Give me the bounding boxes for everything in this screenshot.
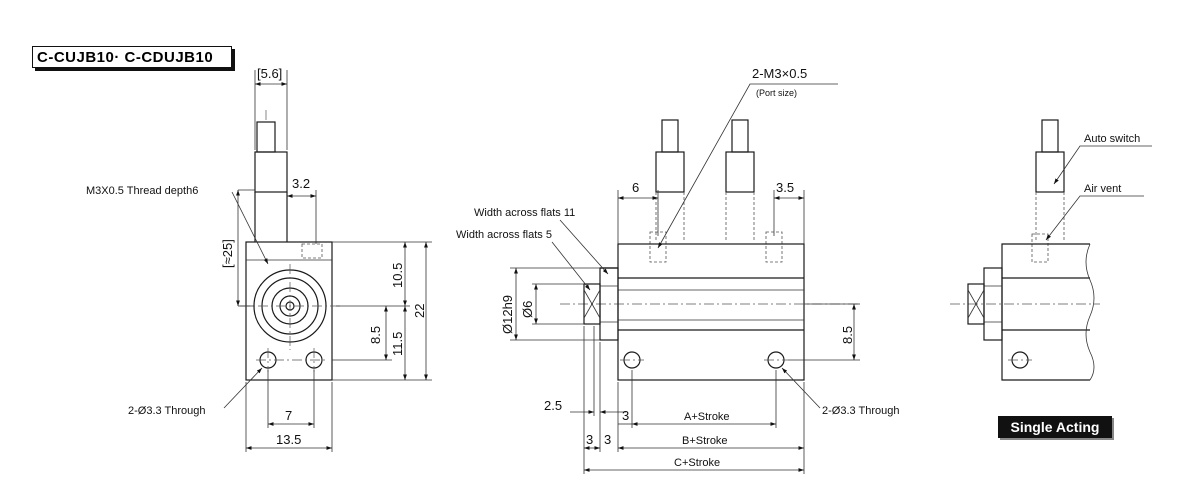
note-auto-switch: Auto switch (1084, 133, 1140, 145)
dim-11-5: 11.5 (390, 332, 405, 356)
model-title: C-CUJB10· C-CDUJB10 (32, 46, 232, 68)
single-acting-body (1001, 243, 1090, 381)
front-auto-switch (254, 110, 288, 242)
note-through-left: 2-Ø3.3 Through (128, 405, 205, 417)
side-body-outline (617, 243, 805, 381)
dim-3-c: 3 (604, 432, 611, 447)
dim-2-5: 2.5 (544, 398, 562, 413)
dim-5-6: [5.6] (257, 66, 282, 81)
dim-8-5-front: 8.5 (368, 326, 383, 344)
note-port-size: 2-M3×0.5 (752, 66, 807, 81)
dim-13-5: 13.5 (276, 432, 301, 447)
dim-c-stroke: C+Stroke (674, 457, 720, 469)
note-flats-11: Width across flats 11 (474, 207, 575, 219)
dim-a-stroke: A+Stroke (684, 411, 730, 423)
dim-3-5: 3.5 (776, 180, 794, 195)
dim-22: 22 (412, 304, 427, 318)
note-thread-depth: M3X0.5 Thread depth6 (86, 185, 198, 197)
dim-b-stroke: B+Stroke (682, 435, 728, 447)
side-view: Width across flats 11 Width across flats… (456, 66, 899, 474)
dim-8-5-side: 8.5 (840, 326, 855, 344)
dim-7: 7 (285, 408, 292, 423)
note-air-vent: Air vent (1084, 183, 1121, 195)
single-acting-view: Auto switch Air vent (950, 119, 1152, 381)
front-body-outline (245, 241, 333, 381)
dim-3-a: 3 (622, 408, 629, 423)
side-auto-switch-left (649, 119, 685, 263)
dim-3-b: 3 (586, 432, 593, 447)
single-acting-badge: Single Acting (998, 416, 1112, 438)
side-rod-end (583, 283, 601, 325)
front-view: [5.6] 3.2 [≈25] M3X0.5 Thread depth6 10.… (86, 66, 432, 452)
dim-phi-6: Ø6 (520, 301, 535, 318)
dim-phi-12h9: Ø12h9 (500, 295, 515, 334)
note-port-subtitle: (Port size) (756, 88, 797, 98)
note-flats-5: Width across flats 5 (456, 229, 552, 241)
note-through-side: 2-Ø3.3 Through (822, 405, 899, 417)
dim-3-2: 3.2 (292, 176, 310, 191)
dim-6: 6 (632, 180, 639, 195)
dim-10-5: 10.5 (390, 263, 405, 288)
dim-approx-25: [≈25] (220, 239, 235, 268)
side-auto-switch-right (725, 119, 783, 263)
